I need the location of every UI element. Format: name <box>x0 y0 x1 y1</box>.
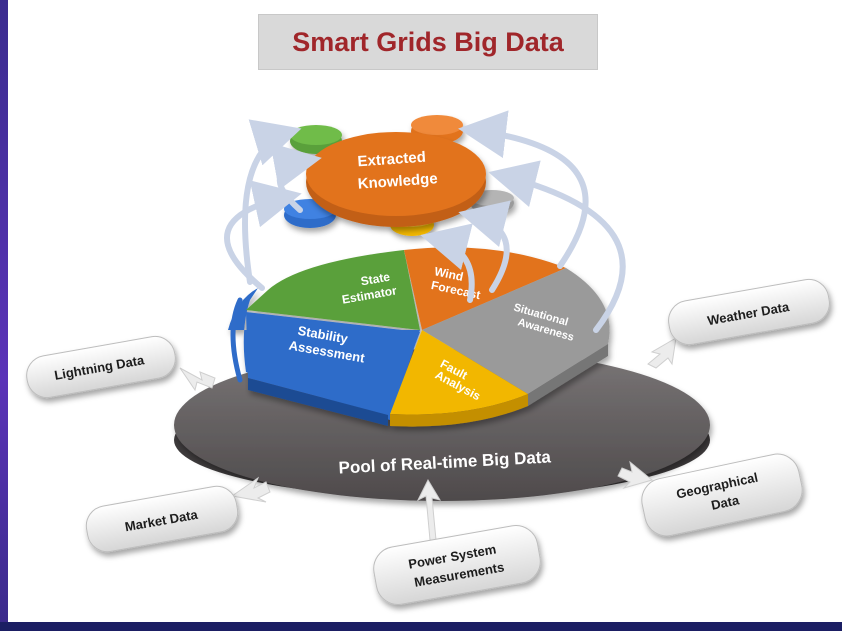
feedback-arrows <box>224 110 626 383</box>
source-market-data: Market Data <box>85 485 239 553</box>
geographical-data-label: Data <box>710 492 741 513</box>
source-power-system-measurements: Power System Measurements <box>373 525 541 605</box>
pie-segment-fault-analysis <box>390 330 528 415</box>
bottom-border-strip <box>0 622 842 631</box>
left-border-strip <box>0 0 8 631</box>
source-geographical-data: Geographical Data <box>641 453 803 537</box>
knowledge-label: Knowledge <box>357 170 438 193</box>
extracted-knowledge-node: Extracted Knowledge <box>306 132 486 227</box>
title-box: Smart Grids Big Data <box>258 14 598 70</box>
pie-chart-wheel <box>228 247 610 427</box>
extracted-label: Extracted <box>357 149 426 171</box>
source-arrows <box>179 337 677 541</box>
state-estimator-label-1: State <box>360 270 392 289</box>
pie-segment-situational-awareness <box>422 268 610 394</box>
pie-segment-state-estimator <box>246 250 420 330</box>
diagram-title: Smart Grids Big Data <box>292 26 564 57</box>
source-weather-data: Weather Data <box>668 278 830 346</box>
source-lightning-data: Lightning Data <box>26 335 176 399</box>
